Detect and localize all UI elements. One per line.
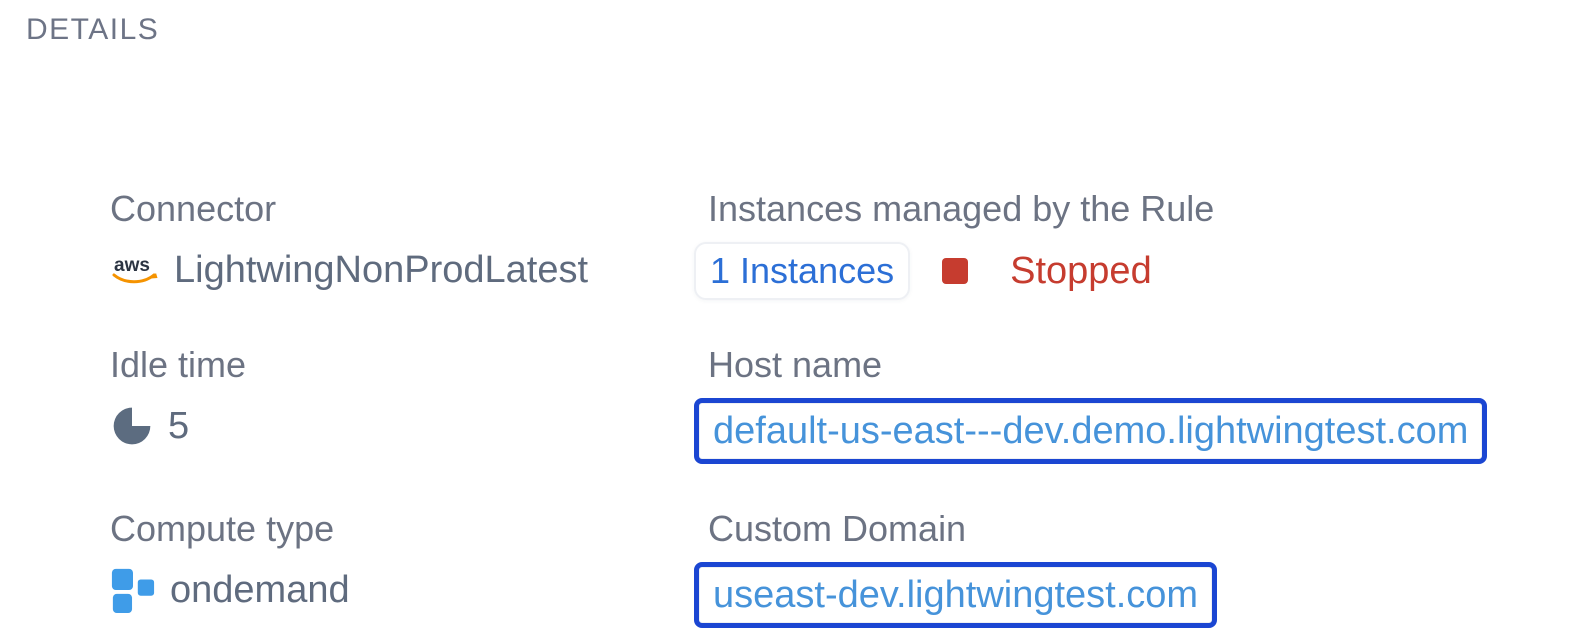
idle-time-value: 5 [168, 404, 190, 447]
status-text: Stopped [1010, 250, 1152, 292]
aws-icon: aws [110, 253, 160, 287]
connector-label: Connector [110, 188, 277, 229]
compute-type-value: ondemand [170, 568, 350, 611]
section-title: DETAILS [26, 13, 160, 46]
host-name-link[interactable]: default-us-east---dev.demo.lightwingtest… [694, 398, 1488, 464]
host-name-label: Host name [708, 344, 883, 385]
idle-time-value-row: 5 [110, 398, 694, 454]
compute-type-label: Compute type [110, 508, 335, 549]
field-connector: Connector aws LightwingNonProdLatest [110, 188, 694, 298]
svg-text:aws: aws [114, 255, 150, 276]
instances-label: Instances managed by the Rule [708, 188, 1215, 229]
field-instances: Instances managed by the Rule 1 Instance… [694, 188, 1576, 300]
field-compute-type: Compute type ondemand [110, 508, 694, 618]
compute-squares-icon [110, 567, 156, 613]
field-idle-time: Idle time 5 [110, 344, 694, 454]
custom-domain-link[interactable]: useast-dev.lightwingtest.com [694, 562, 1218, 628]
connector-value: LightwingNonProdLatest [174, 248, 589, 291]
details-grid: Connector aws LightwingNonProdLatest Ins… [110, 188, 1576, 628]
instances-count-link[interactable]: 1 Instances [694, 242, 911, 300]
instances-value-row: 1 Instances Stopped [694, 242, 1576, 300]
host-name-value-row: default-us-east---dev.demo.lightwingtest… [694, 398, 1576, 464]
field-custom-domain: Custom Domain useast-dev.lightwingtest.c… [694, 508, 1576, 628]
connector-value-row: aws LightwingNonProdLatest [110, 242, 694, 298]
custom-domain-value-row: useast-dev.lightwingtest.com [694, 562, 1576, 628]
stopped-square-icon [942, 258, 969, 284]
field-host-name: Host name default-us-east---dev.demo.lig… [694, 344, 1576, 464]
custom-domain-label: Custom Domain [708, 508, 967, 549]
pie-chart-icon [110, 404, 154, 448]
idle-time-label: Idle time [110, 344, 247, 385]
compute-type-value-row: ondemand [110, 562, 694, 618]
